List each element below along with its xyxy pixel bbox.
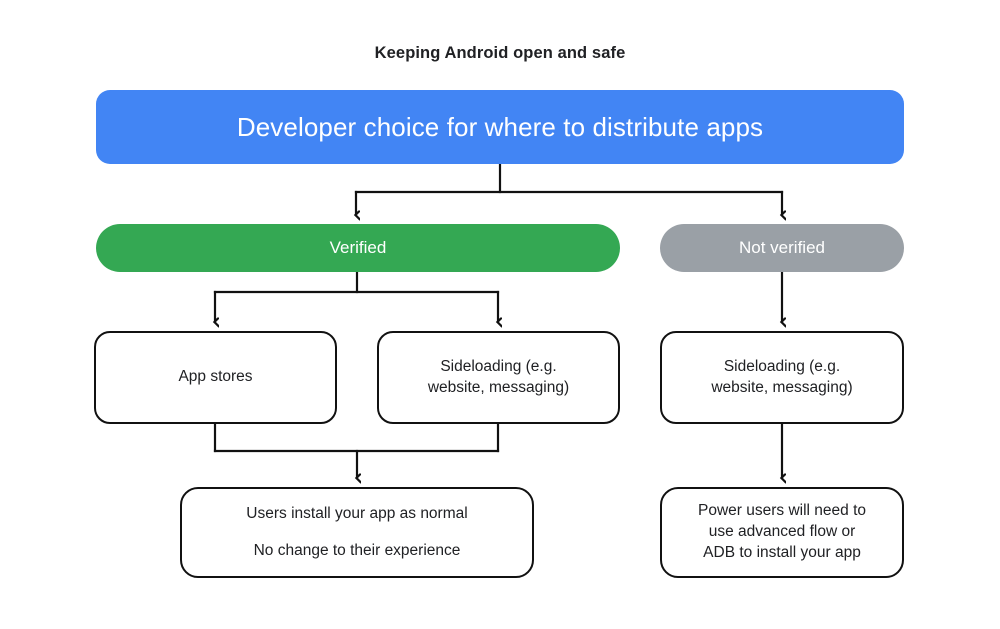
node-sideloading-not-verified-line1: Sideloading (e.g. xyxy=(723,357,841,375)
node-app-stores-label: App stores xyxy=(178,368,253,386)
page-title: Keeping Android open and safe xyxy=(374,44,626,62)
node-sideloading-verified-line2: website, messaging) xyxy=(427,378,570,396)
node-app-stores: App stores xyxy=(94,331,337,424)
node-sideloading-verified-line1: Sideloading (e.g. xyxy=(440,357,557,375)
connector-merge-to-outcome-left xyxy=(213,422,500,478)
node-outcome-not-verified-line2: use advanced flow or xyxy=(708,523,856,541)
node-sideloading-verified: Sideloading (e.g. website, messaging) xyxy=(377,331,620,424)
node-sideloading-not-verified: Sideloading (e.g. website, messaging) xyxy=(660,331,904,424)
node-outcome-not-verified-line1: Power users will need to xyxy=(698,502,866,520)
node-outcome-not-verified-line3: ADB to install your app xyxy=(703,543,861,561)
node-outcome-verified: Users install your app as normal No chan… xyxy=(180,487,534,578)
node-verified: Verified xyxy=(96,224,620,272)
node-not-verified: Not verified xyxy=(660,224,904,272)
node-not-verified-label: Not verified xyxy=(739,238,825,257)
node-sideloading-not-verified-line2: website, messaging) xyxy=(711,378,853,396)
node-outcome-verified-line2: No change to their experience xyxy=(253,541,461,559)
node-verified-label: Verified xyxy=(329,238,387,257)
node-developer-choice: Developer choice for where to distribute… xyxy=(96,90,904,164)
connector-hero-split xyxy=(356,162,782,215)
node-developer-choice-label: Developer choice for where to distribute… xyxy=(236,111,764,142)
node-outcome-not-verified: Power users will need to use advanced fl… xyxy=(660,487,904,578)
connector-verified-split xyxy=(215,270,498,322)
node-outcome-verified-line1: Users install your app as normal xyxy=(246,504,468,522)
